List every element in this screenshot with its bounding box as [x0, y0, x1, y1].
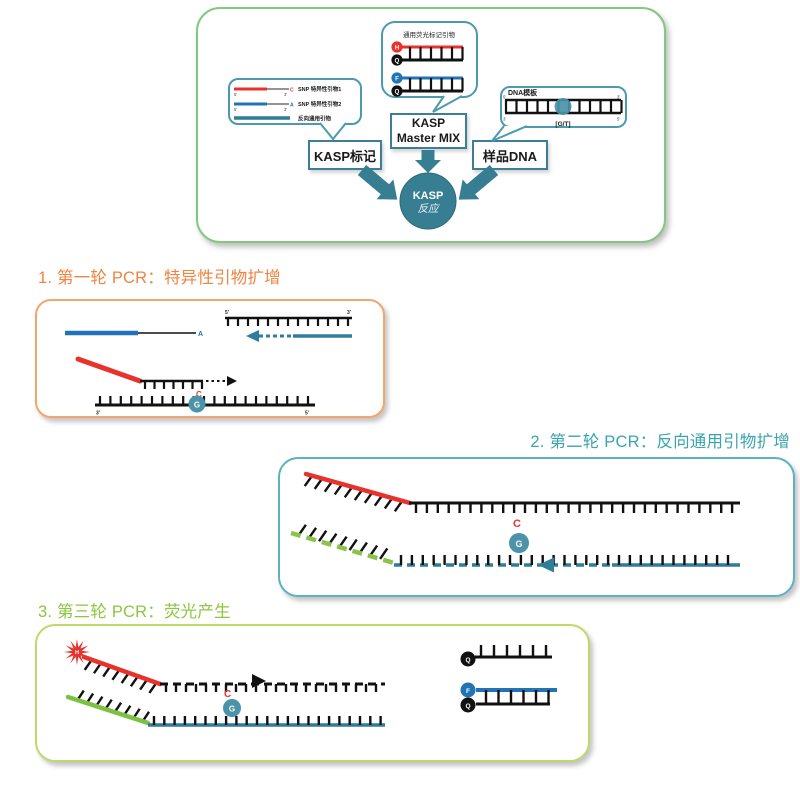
master-mix-line2: Master MIX	[396, 131, 461, 145]
section1-heading: 1. 第一轮 PCR：特异性引物扩增	[38, 269, 281, 287]
section2-heading: 2. 第二轮 PCR：反向通用引物扩增	[530, 433, 790, 451]
pcr-round1-panel	[35, 299, 385, 418]
kasp-mark-label: KASP标记	[313, 148, 377, 164]
kasp-mark-box: KASP标记	[308, 140, 382, 170]
master-mix-box: KASP Master MIX	[390, 113, 467, 149]
dna-template-bubble	[500, 86, 627, 128]
pcr-round3-panel	[35, 624, 590, 762]
section3-heading: 3. 第三轮 PCR：荧光产生	[38, 603, 231, 621]
pcr-round2-panel	[278, 457, 795, 597]
sample-dna-label: 样品DNA	[482, 148, 538, 164]
fluorescent-primers-bubble	[381, 21, 478, 98]
snp-primers-bubble	[228, 78, 362, 125]
master-mix-line1: KASP	[411, 116, 446, 130]
sample-dna-box: 样品DNA	[472, 140, 548, 170]
